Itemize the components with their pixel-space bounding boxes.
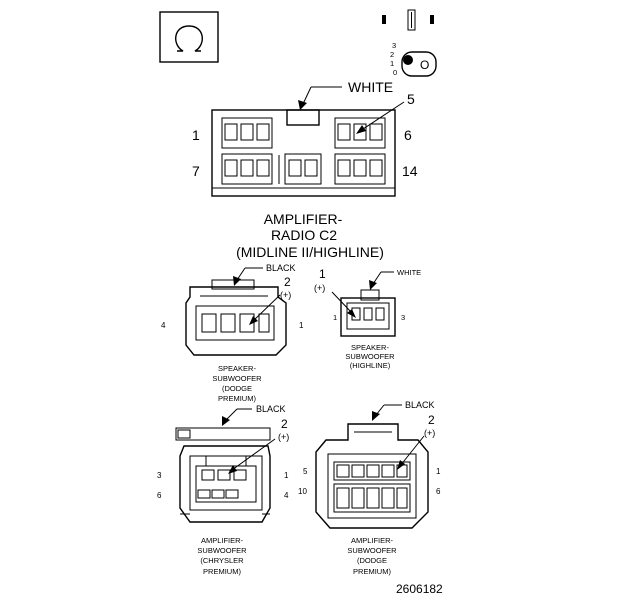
dot-digit-2: 2 [390,50,394,59]
spk-highline-caption-1: SPEAKER- [351,343,389,352]
c2-caption-line-3: (MIDLINE II/HIGHLINE) [236,244,384,260]
amp-dodge-caption-3: (DODGE [357,556,387,565]
amp-chrysler-caption-1: AMPLIFIER- [201,536,244,545]
amp-dodge-marker-leader [397,435,425,470]
key-letter: O [420,58,429,72]
c2-wire-color: WHITE [348,79,393,95]
amp-chrysler-connector [175,427,271,523]
amp-dodge-marker-sign: (+) [424,428,435,438]
amp-dodge-pin-1: 1 [436,467,441,476]
amp-chrysler-pin-6: 6 [157,491,162,500]
spk-highline-wire-color: WHITE [397,268,421,277]
c2-cavity-marker: 5 [407,91,415,107]
orientation-icon: O 3 2 1 0 [382,9,437,77]
amp-dodge-pin-5: 5 [303,467,308,476]
amp-chrysler-marker-num: 2 [281,417,288,431]
amp-chrysler-caption-3: (CHRYSLER [200,556,244,565]
spk-dodge-connector [185,279,287,356]
dot-digit-1: 1 [390,59,394,68]
omega-symbol-box [159,11,219,63]
amp-dodge-black-leader [372,404,402,421]
spk-dodge-wire-color: BLACK [266,263,296,273]
amp-chrysler-marker-leader [228,438,276,474]
dot-digit-0: 0 [393,68,397,77]
c2-connector [211,109,396,197]
amp-chrysler-pin-1: 1 [284,471,289,480]
amp-chrysler-pin-4: 4 [284,491,289,500]
dot-digit-3: 3 [392,41,396,50]
spk-dodge-black-leader [233,267,263,286]
amp-dodge-pin-6: 6 [436,487,441,496]
c2-white-leader [298,86,342,110]
c2-cavity-marker-leader [356,101,405,134]
spk-highline-pin-3: 3 [401,313,405,322]
c2-pin-1: 1 [192,127,200,143]
spk-dodge-pin-4: 4 [161,321,166,330]
amp-dodge-wire-color: BLACK [405,400,435,410]
amp-dodge-caption-4: PREMIUM) [353,567,391,576]
amp-chrysler-wire-color: BLACK [256,404,286,414]
c2-pin-7: 7 [192,163,200,179]
c2-pin-14: 14 [402,163,418,179]
amp-dodge-caption-1: AMPLIFIER- [351,536,394,545]
c2-caption-line-1: AMPLIFIER- [264,211,343,227]
amp-chrysler-caption-2: SUBWOOFER [197,546,247,555]
spk-highline-marker-leader [331,291,356,318]
amp-chrysler-caption-4: PREMIUM) [203,567,241,576]
figure-number: 2606182 [396,582,443,596]
spk-highline-marker-sign: (+) [314,283,325,293]
spk-highline-marker-num: 1 [319,267,326,281]
amp-chrysler-black-leader [222,408,252,426]
spk-dodge-marker-num: 2 [284,275,291,289]
spk-dodge-caption-3: (DODGE [222,384,252,393]
spk-dodge-caption-4: PREMIUM) [218,394,256,403]
amp-dodge-marker-num: 2 [428,413,435,427]
amp-dodge-connector [315,423,429,529]
spk-dodge-marker-sign: (+) [280,290,291,300]
amp-dodge-pin-10: 10 [298,487,307,496]
spk-highline-caption-2: SUBWOOFER [345,352,395,361]
spk-dodge-caption-2: SUBWOOFER [212,374,262,383]
spk-dodge-marker-leader [249,294,281,325]
spk-dodge-caption-1: SPEAKER- [218,364,256,373]
amp-dodge-caption-2: SUBWOOFER [347,546,397,555]
spk-highline-pin-1: 1 [333,313,337,322]
c2-caption-line-2: RADIO C2 [271,227,337,243]
c2-pin-6: 6 [404,127,412,143]
spk-highline-caption-3: (HIGHLINE) [350,361,391,370]
amp-chrysler-marker-sign: (+) [278,432,289,442]
amp-chrysler-pin-3: 3 [157,471,162,480]
spk-highline-white-leader [369,271,394,290]
spk-dodge-pin-1: 1 [299,321,304,330]
